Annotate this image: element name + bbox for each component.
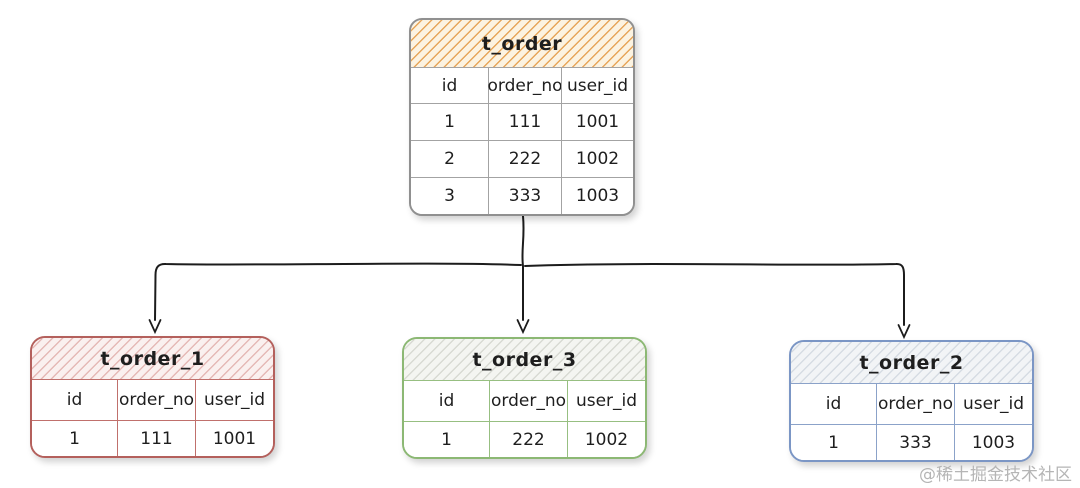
arrow-left-head bbox=[148, 319, 162, 335]
table-cell: 333 bbox=[488, 177, 561, 214]
table-cell: 1002 bbox=[561, 140, 633, 177]
arrow-right-line bbox=[524, 262, 905, 326]
column-header: id bbox=[411, 67, 488, 103]
column-header: user_id bbox=[954, 383, 1032, 424]
column-header: user_id bbox=[195, 379, 273, 420]
column-header: id bbox=[32, 379, 117, 420]
table-cell: 1 bbox=[32, 420, 117, 456]
column-header: id bbox=[404, 380, 489, 421]
table-cell: 1002 bbox=[567, 421, 645, 457]
table-title-t-order-3: t_order_3 bbox=[404, 339, 645, 380]
table-cell: 1003 bbox=[561, 177, 633, 214]
column-header: order_no bbox=[876, 383, 954, 424]
column-header: user_id bbox=[561, 67, 633, 103]
table-title-t-order-2: t_order_2 bbox=[791, 342, 1032, 383]
table-cell: 111 bbox=[488, 103, 561, 140]
table-title-t-order: t_order bbox=[411, 20, 633, 67]
arrow-center-head bbox=[516, 319, 530, 335]
column-header: order_no bbox=[488, 67, 563, 103]
table-cell: 111 bbox=[117, 420, 195, 456]
table-cell: 222 bbox=[489, 421, 567, 457]
table-cell: 1 bbox=[404, 421, 489, 457]
table-cell: 1 bbox=[411, 103, 488, 140]
table-cell: 1001 bbox=[195, 420, 273, 456]
table-cell: 333 bbox=[876, 424, 954, 460]
column-header: user_id bbox=[567, 380, 645, 421]
table-cell: 222 bbox=[488, 140, 561, 177]
table-cell: 1003 bbox=[954, 424, 1032, 460]
column-header: id bbox=[791, 383, 876, 424]
arrow-right-head bbox=[897, 324, 911, 340]
arrow-center-line bbox=[521, 215, 525, 321]
column-header: order_no bbox=[117, 379, 195, 420]
column-header: order_no bbox=[489, 380, 567, 421]
table-title-t-order-1: t_order_1 bbox=[32, 338, 273, 379]
watermark: @稀土掘金技术社区 bbox=[919, 465, 1072, 485]
table-cell: 3 bbox=[411, 177, 488, 214]
table-cell: 1001 bbox=[561, 103, 633, 140]
table-cell: 1 bbox=[791, 424, 876, 460]
arrow-left-line bbox=[154, 262, 522, 321]
table-cell: 2 bbox=[411, 140, 488, 177]
